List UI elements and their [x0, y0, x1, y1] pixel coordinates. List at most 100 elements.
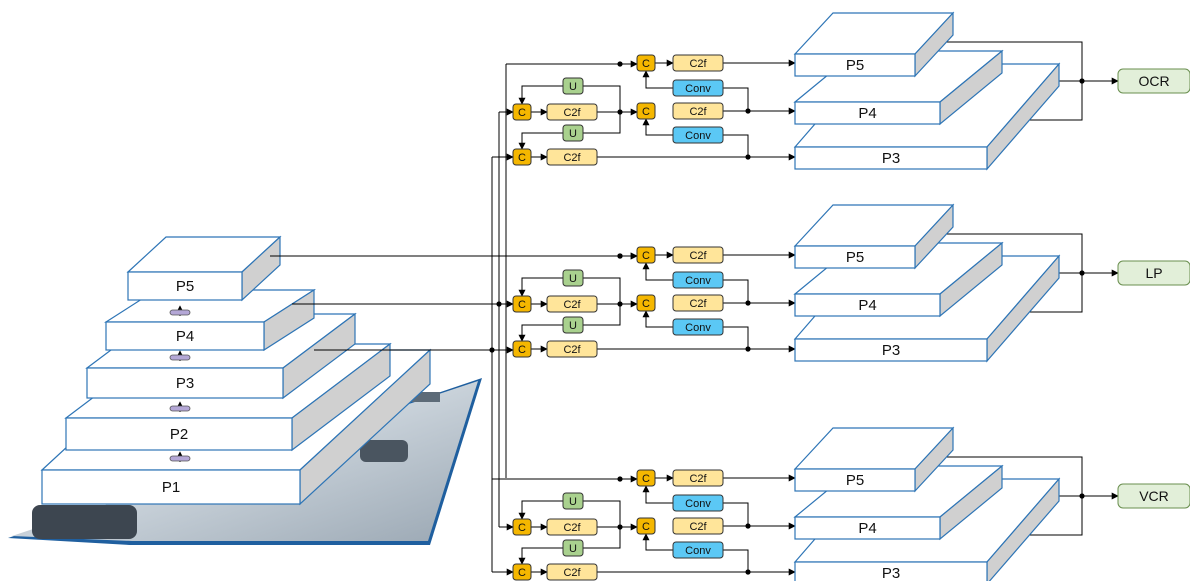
wire: [522, 278, 563, 296]
concat-block: C: [637, 55, 655, 71]
upsample-block: U: [563, 540, 583, 556]
conv-block: Conv: [673, 127, 723, 143]
conv-block-label: Conv: [685, 322, 711, 334]
conv-block: Conv: [673, 272, 723, 288]
head-vcr-p4-label: P4: [858, 520, 876, 537]
car-left: [32, 505, 137, 539]
junction-dot: [745, 154, 750, 159]
wire: [522, 501, 563, 519]
upsample-block-label: U: [569, 496, 577, 508]
junction-dot: [1079, 78, 1084, 83]
junction-dot: [617, 476, 622, 481]
wire: [522, 133, 563, 149]
concat-block-label: C: [518, 567, 526, 579]
junction-dot: [745, 569, 750, 574]
junction-dot: [617, 253, 622, 258]
upsample-block: U: [563, 270, 583, 286]
concat-block-label: C: [642, 298, 650, 310]
c2f-block: C2f: [547, 149, 597, 165]
conv-block-label: Conv: [685, 83, 711, 95]
upsample-block-label: U: [569, 128, 577, 140]
upsample-block-label: U: [569, 320, 577, 332]
concat-block: C: [637, 103, 655, 119]
head-vcr-p3-label: P3: [882, 565, 900, 581]
wire: [723, 327, 748, 349]
concat-block: C: [513, 564, 531, 580]
output-ocr: OCR: [1118, 69, 1190, 93]
wire: [646, 311, 673, 327]
junction-dot: [1079, 493, 1084, 498]
wire: [646, 486, 673, 503]
upsample-block: U: [563, 493, 583, 509]
connector-pill: [170, 406, 190, 411]
output-lp-label: LP: [1145, 265, 1162, 281]
head-ocr-p4-label: P4: [858, 105, 876, 122]
concat-block-label: C: [642, 58, 650, 70]
head-lp-p5-label: P5: [846, 249, 864, 266]
concat-block-label: C: [642, 521, 650, 533]
conv-block: Conv: [673, 542, 723, 558]
backbone-level-p5-label: P5: [176, 278, 194, 295]
concat-block-label: C: [518, 107, 526, 119]
concat-block-label: C: [518, 299, 526, 311]
c2f-block-label: C2f: [563, 107, 581, 119]
c2f-block: C2f: [547, 519, 597, 535]
junction-dot: [745, 346, 750, 351]
connector-pill: [170, 456, 190, 461]
output-ocr-label: OCR: [1138, 73, 1169, 89]
concat-block: C: [513, 296, 531, 312]
wire: [522, 86, 563, 104]
concat-block-label: C: [642, 473, 650, 485]
c2f-block: C2f: [673, 103, 723, 119]
concat-block: C: [513, 104, 531, 120]
wire: [646, 71, 673, 88]
wire: [723, 135, 748, 157]
c2f-block: C2f: [673, 295, 723, 311]
c2f-block-label: C2f: [563, 522, 581, 534]
concat-block: C: [513, 149, 531, 165]
connector-pill: [170, 355, 190, 360]
output-vcr-label: VCR: [1139, 488, 1169, 504]
concat-block-label: C: [642, 106, 650, 118]
c2f-block-label: C2f: [689, 250, 707, 262]
connector-pill: [170, 310, 190, 315]
c2f-block-label: C2f: [689, 298, 707, 310]
conv-block: Conv: [673, 495, 723, 511]
conv-block-label: Conv: [685, 275, 711, 287]
backbone-level-p2-label: P2: [170, 426, 188, 443]
wire: [723, 550, 748, 572]
conv-block-label: Conv: [685, 498, 711, 510]
c2f-block: C2f: [547, 296, 597, 312]
head-lp-p4-label: P4: [858, 297, 876, 314]
junction-dot: [1079, 270, 1084, 275]
upsample-block: U: [563, 317, 583, 333]
wire: [646, 263, 673, 280]
c2f-block-label: C2f: [563, 567, 581, 579]
concat-block: C: [637, 470, 655, 486]
wire: [522, 325, 563, 341]
head-ocr-p5-label: P5: [846, 57, 864, 74]
head-ocr-p3-label: P3: [882, 150, 900, 167]
c2f-block: C2f: [673, 247, 723, 263]
backbone-level-p3-label: P3: [176, 375, 194, 392]
c2f-block-label: C2f: [563, 299, 581, 311]
c2f-block-label: C2f: [689, 473, 707, 485]
wire: [646, 534, 673, 550]
junction-dot: [617, 61, 622, 66]
conv-block: Conv: [673, 80, 723, 96]
output-vcr: VCR: [1118, 484, 1190, 508]
concat-block: C: [637, 247, 655, 263]
concat-block: C: [637, 295, 655, 311]
c2f-block: C2f: [547, 104, 597, 120]
c2f-block-label: C2f: [563, 344, 581, 356]
backbone-level-p1-label: P1: [162, 479, 180, 496]
c2f-block-label: C2f: [689, 106, 707, 118]
upsample-block-label: U: [569, 543, 577, 555]
concat-block-label: C: [642, 250, 650, 262]
concat-block-label: C: [518, 344, 526, 356]
c2f-block-label: C2f: [563, 152, 581, 164]
c2f-block: C2f: [547, 564, 597, 580]
